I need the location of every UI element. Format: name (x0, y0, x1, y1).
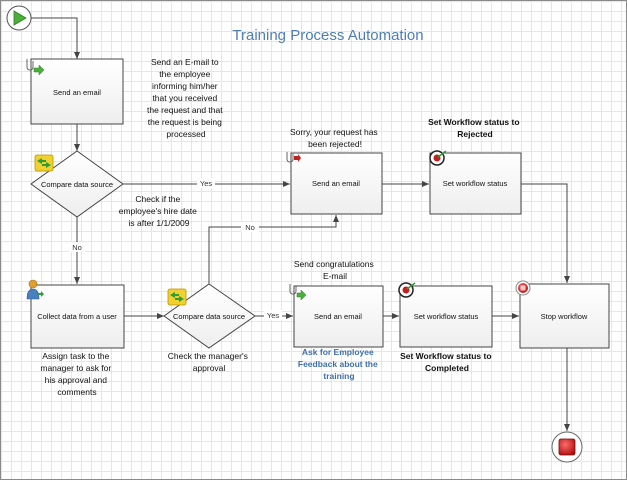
play-icon (13, 10, 27, 26)
annotation-congrats-note: Send congratulations E-mail (294, 259, 376, 281)
connector-compare2-no (208, 215, 339, 284)
svg-text:Send an email: Send an email (312, 179, 360, 188)
compare-icon (167, 288, 187, 306)
stop-square-icon (558, 438, 576, 456)
svg-text:Stop workflow: Stop workflow (541, 312, 588, 321)
svg-text:Set workflow status: Set workflow status (443, 179, 508, 188)
svg-text:Send an email: Send an email (314, 312, 362, 321)
svg-text:No: No (72, 243, 82, 252)
user-icon (26, 279, 44, 300)
connector-start-email (31, 17, 80, 59)
connector-label-no-2: No (241, 222, 259, 232)
diagram-title: Training Process Automation (232, 27, 423, 44)
target-icon (398, 282, 416, 298)
connector-label-yes-2: Yes (264, 310, 282, 320)
send-email-shape-3[interactable]: Send an email (289, 284, 384, 348)
svg-text:Compare data source: Compare data source (173, 312, 245, 321)
stop-icon (515, 280, 531, 296)
svg-text:Collect data from a user: Collect data from a user (37, 312, 117, 321)
send-email-shape-2[interactable]: Send an email (286, 152, 383, 215)
annotation-set-rejected: Set Workflow status to Rejected (428, 117, 522, 139)
annotation-set-completed: Set Workflow status to Completed (400, 351, 494, 373)
target-icon (429, 150, 447, 166)
stop-workflow-shape[interactable]: Stop workflow (515, 280, 610, 349)
email-icon (289, 284, 307, 301)
connector-label-no-1: No (69, 242, 85, 252)
svg-text:Yes: Yes (200, 179, 212, 188)
annotation-rejected-note: Sorry, your request has been rejected! (290, 127, 380, 149)
svg-text:Send an email: Send an email (53, 88, 101, 97)
compare-icon (34, 154, 54, 172)
email-icon (26, 59, 45, 76)
email-icon (286, 152, 301, 163)
svg-text:Yes: Yes (267, 311, 279, 320)
annotation-email-note: Send an E-mail to the employee informing… (147, 57, 225, 139)
svg-text:No: No (245, 223, 255, 232)
set-workflow-status-shape-1[interactable]: Set workflow status (429, 150, 522, 215)
svg-text:Set workflow status: Set workflow status (414, 312, 479, 321)
svg-text:Compare data source: Compare data source (41, 180, 113, 189)
annotation-approval-note: Check the manager's approval (168, 351, 250, 373)
compare-data-source-shape-1[interactable]: Compare data source (30, 150, 124, 218)
start-shape[interactable] (6, 5, 32, 31)
annotation-hire-date-note: Check if the employee's hire date is aft… (119, 194, 200, 228)
set-workflow-status-shape-2[interactable]: Set workflow status (398, 282, 493, 348)
end-shape[interactable] (551, 431, 583, 463)
connector-label-yes-1: Yes (197, 178, 215, 188)
annotation-assign-note: Assign task to the manager to ask for hi… (40, 351, 113, 397)
collect-data-shape[interactable]: Collect data from a user (26, 279, 125, 349)
connector-status1-stop (521, 183, 570, 283)
compare-data-source-shape-2[interactable]: Compare data source (163, 283, 256, 349)
send-email-shape-1[interactable]: Send an email (26, 58, 124, 125)
annotation-feedback-link[interactable]: Ask for Employee Feedback about the trai… (298, 347, 380, 381)
